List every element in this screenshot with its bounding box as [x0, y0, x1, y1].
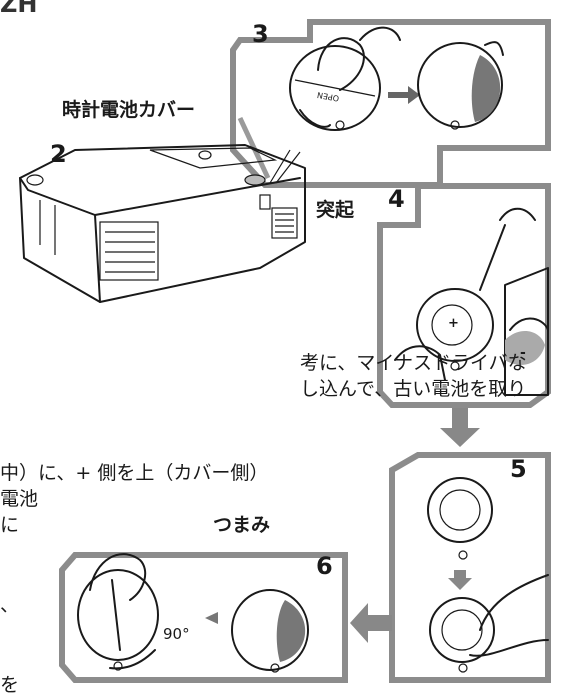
body-text-line-3: 中）に、+ 側を上（カバー側） — [0, 462, 269, 484]
knob-label: つまみ — [213, 514, 271, 536]
step-3-number: 3 — [252, 20, 269, 48]
page-header-fragment: ZH — [0, 0, 38, 18]
step-5-number: 5 — [510, 455, 527, 483]
body-text-line-1: 考に、マイナスドライバな — [300, 352, 527, 374]
body-text-line-4: 電池 — [0, 488, 39, 510]
step4-illustration — [394, 207, 549, 396]
body-text-line-5: に — [0, 514, 20, 536]
left-arrow-5-6 — [350, 603, 392, 643]
step-4-number: 4 — [388, 185, 405, 213]
battery-plus-mark: + — [448, 316, 459, 331]
step-2-number: 2 — [50, 140, 67, 168]
step5-panel — [389, 452, 551, 683]
protrusion-label: 突起 — [316, 199, 355, 221]
battery-minus-mark: - — [520, 345, 526, 361]
angle-label: 90° — [163, 625, 190, 643]
step-6-number: 6 — [316, 552, 333, 580]
projector-illustration — [19, 144, 306, 303]
clock-battery-cover-label: 時計電池カバー — [62, 99, 196, 121]
callout-line — [269, 149, 301, 184]
step5-illustration — [427, 477, 549, 673]
down-arrow-4-5 — [440, 408, 480, 447]
body-text-line-7: を — [0, 674, 20, 696]
step6-illustration — [77, 553, 309, 673]
step6-panel — [59, 552, 348, 683]
body-text-line-2: し込んで、古い電池を取り — [300, 378, 527, 400]
step3-illustration — [289, 26, 504, 131]
body-text-line-6: 、 — [0, 594, 20, 616]
step3-panel — [230, 19, 551, 188]
